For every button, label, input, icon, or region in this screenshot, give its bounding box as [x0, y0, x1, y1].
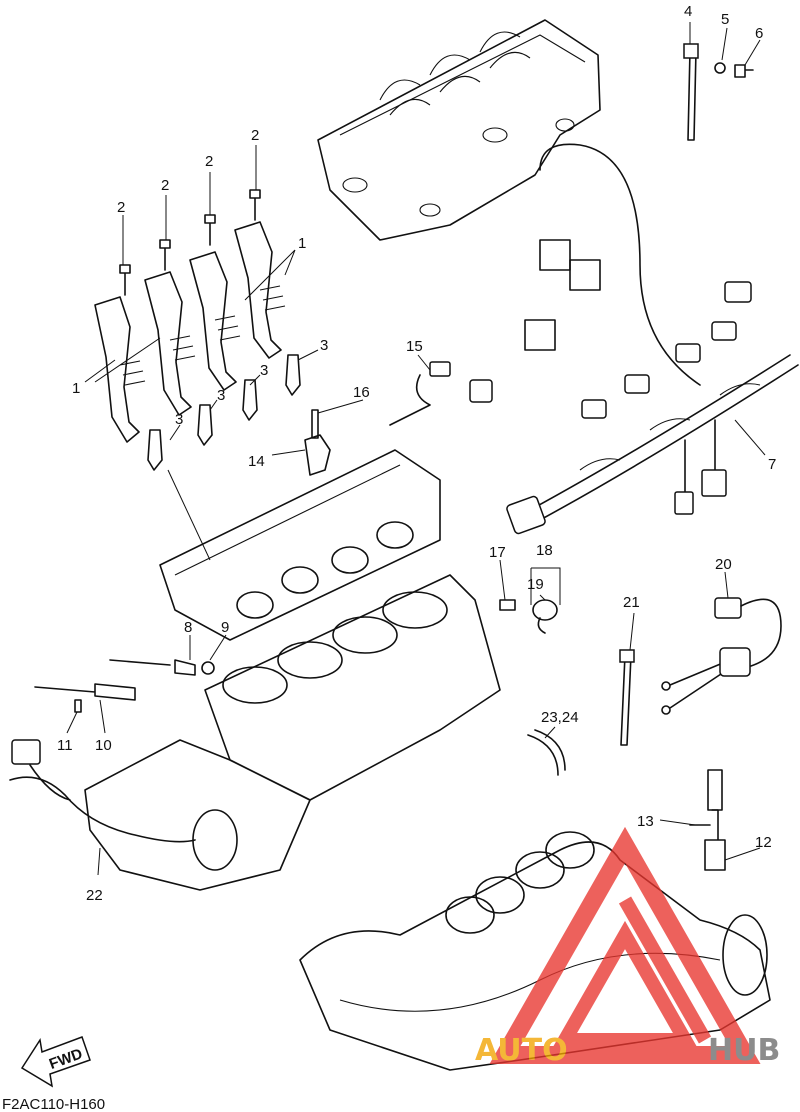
- watermark-triangle-inner: [552, 920, 698, 1047]
- band-23-24: [527, 729, 566, 776]
- wire-lead-20: [661, 597, 782, 715]
- callout-5: 5: [721, 11, 729, 28]
- watermark-hub: HUB: [708, 1033, 780, 1068]
- watermark-logo: AUTO MOTO HUB: [475, 826, 780, 1068]
- cylinder-block: [204, 574, 501, 801]
- diagram-code: F2AC110-H160: [2, 1096, 105, 1112]
- callout-11: 11: [57, 737, 73, 754]
- callout-3b: 3: [217, 387, 225, 404]
- ignition-coils: [94, 221, 286, 443]
- sub-harness-15: [389, 361, 493, 426]
- callout-3d: 3: [320, 337, 328, 354]
- callout-15: 15: [406, 338, 423, 355]
- callout-4: 4: [684, 3, 692, 20]
- callout-10: 10: [95, 737, 112, 754]
- cylinder-head: [159, 449, 441, 641]
- leader-lines: [66, 22, 766, 876]
- callout-labels: 1 1 2 2 2 2 3 3 3 3 4 5 6 7 8 9 10 11 12…: [57, 3, 776, 904]
- wire-harness: [506, 143, 799, 535]
- callout-3a: 3: [175, 411, 183, 428]
- callout-22: 22: [86, 887, 103, 904]
- watermark-triangle-outer: [489, 826, 761, 1064]
- coil-bolts: [119, 189, 261, 296]
- top-clip-4-5-6: [683, 43, 754, 141]
- watermark-mountain: [618, 896, 712, 1044]
- callout-23-24: 23,24: [541, 709, 579, 726]
- callout-6: 6: [755, 25, 763, 42]
- cable-tie-21: [619, 649, 635, 746]
- callout-7: 7: [768, 456, 776, 473]
- wire-harness-22: [9, 739, 196, 843]
- callout-9: 9: [221, 619, 229, 636]
- callout-16: 16: [353, 384, 370, 401]
- callout-19: 19: [527, 576, 544, 593]
- callout-1a: 1: [72, 380, 80, 397]
- callout-3c: 3: [260, 362, 268, 379]
- callout-2a: 2: [117, 199, 125, 216]
- sensor-12-13: [689, 769, 726, 871]
- callout-2d: 2: [251, 127, 259, 144]
- watermark-auto: AUTO: [475, 1033, 568, 1068]
- callout-13: 13: [637, 813, 654, 830]
- cam-sensor: [304, 409, 331, 476]
- fwd-arrow: FWD: [20, 1036, 91, 1088]
- callout-8: 8: [184, 619, 192, 636]
- sensor-8-9: [109, 659, 215, 676]
- callout-17: 17: [489, 544, 506, 561]
- spark-plugs: [147, 354, 301, 471]
- valve-cover: [317, 19, 601, 241]
- callout-12: 12: [755, 834, 772, 851]
- callout-2b: 2: [161, 177, 169, 194]
- crankcase: [84, 739, 311, 891]
- sensor-10-11: [34, 683, 136, 713]
- callout-2c: 2: [205, 153, 213, 170]
- callout-21: 21: [623, 594, 640, 611]
- callout-20: 20: [715, 556, 732, 573]
- callout-14: 14: [248, 453, 265, 470]
- watermark-moto: MOTO: [574, 1033, 675, 1068]
- sensor-18-19: [499, 599, 558, 634]
- callout-18: 18: [536, 542, 553, 559]
- callout-1b: 1: [298, 235, 306, 252]
